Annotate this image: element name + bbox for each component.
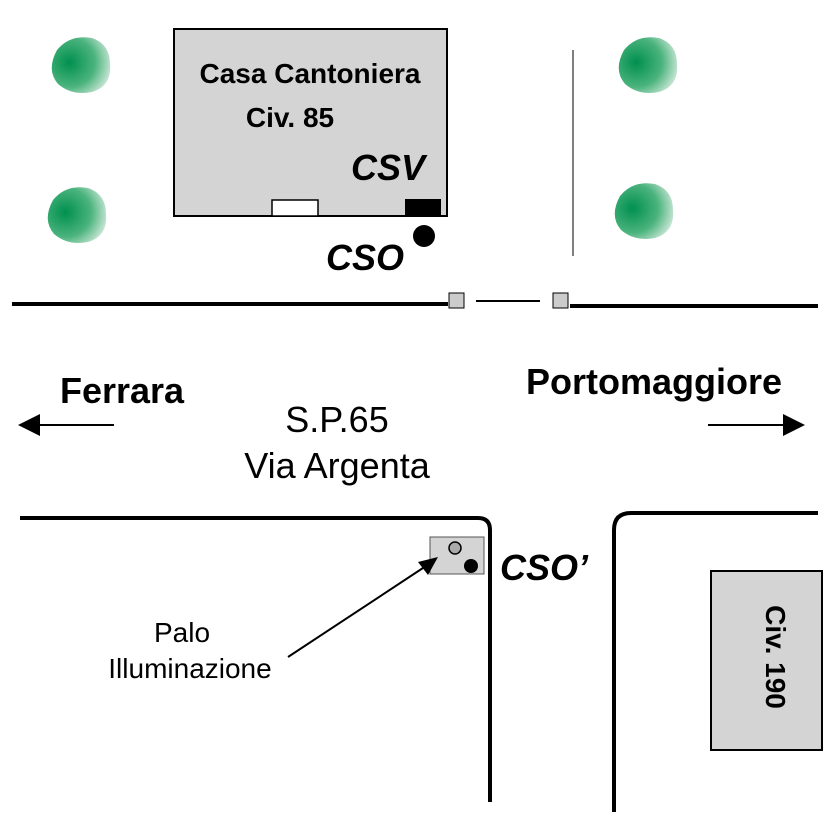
leader-line	[287, 565, 427, 658]
building-civic: Civ. 85	[246, 102, 334, 133]
cso-dot	[413, 225, 435, 247]
direction-portomaggiore: Portomaggiore	[526, 361, 782, 402]
direction-ferrara: Ferrara	[60, 370, 185, 411]
lamp-post-label-line2: Illuminazione	[108, 653, 271, 684]
cso-prime-dot	[464, 559, 478, 573]
arrow-right-icon	[783, 414, 805, 436]
cso-prime-label: CSO’	[500, 547, 589, 588]
building-name: Casa Cantoniera	[200, 58, 421, 89]
tree-top-right-icon	[618, 37, 678, 93]
road-name: Via Argenta	[244, 445, 430, 486]
leader-arrow-icon	[418, 557, 438, 575]
csv-label: CSV	[351, 147, 428, 188]
road-bottom-edge-left	[20, 516, 492, 802]
manhole-right	[552, 292, 569, 309]
road-bottom-edge-right	[612, 511, 818, 812]
tree-middle-left-icon	[47, 187, 107, 243]
casa-cantoniera-building	[173, 28, 448, 217]
tree-middle-right-icon	[614, 183, 674, 239]
civ-190-building	[710, 570, 823, 751]
manhole-left	[448, 292, 465, 309]
civ-190-label: Civ. 190	[760, 605, 791, 709]
tree-top-left-icon	[51, 37, 111, 93]
cso-label: CSO	[326, 237, 404, 278]
arrow-left-icon	[18, 414, 40, 436]
building-door	[271, 199, 319, 217]
road-code: S.P.65	[285, 399, 388, 440]
lamp-post-icon	[448, 541, 462, 555]
lamp-post-label-line1: Palo	[154, 617, 210, 648]
csv-box	[405, 199, 441, 216]
